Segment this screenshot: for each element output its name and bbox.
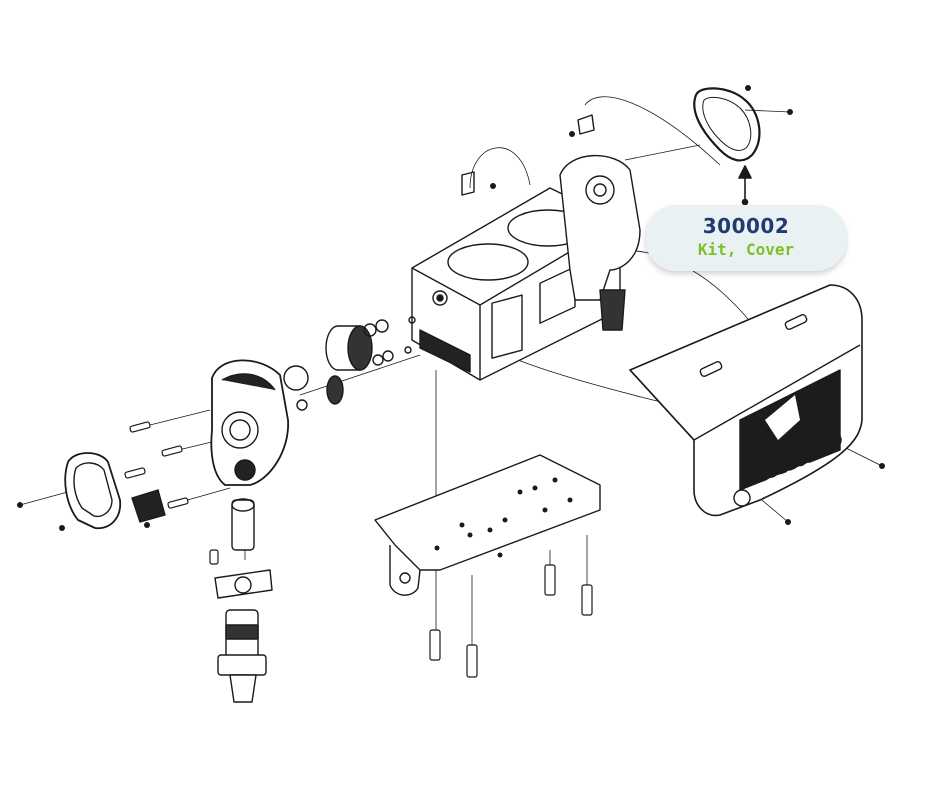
part-number: 300002 — [702, 214, 790, 238]
lower-pump — [214, 498, 273, 703]
gear-set — [283, 316, 416, 411]
gear-housing — [210, 359, 289, 486]
part-callout: 300002 Kit, Cover — [646, 205, 846, 271]
callout-arrow — [738, 165, 752, 206]
front-shroud: GRACO — [629, 284, 863, 517]
part-description: Kit, Cover — [697, 240, 795, 259]
base-plate — [374, 454, 601, 596]
end-cover — [64, 452, 166, 530]
cover-gasket — [693, 87, 761, 162]
fasteners — [124, 421, 593, 678]
screw-tips — [17, 85, 885, 531]
drive-assembly — [461, 114, 641, 331]
